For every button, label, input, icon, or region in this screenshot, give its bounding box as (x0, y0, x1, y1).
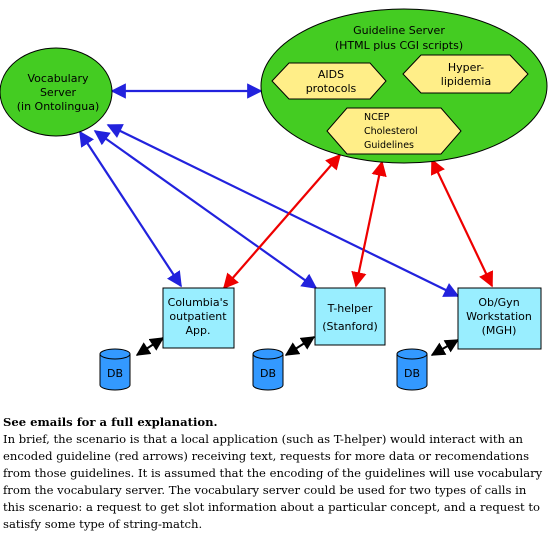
thelper-node: T-helper (Stanford) (314, 287, 386, 346)
explanation-body: In brief, the scenario is that a local a… (3, 432, 543, 531)
ncep-label-1: NCEP (364, 112, 390, 123)
hyperlipidemia-node: Hyper- lipidemia (402, 54, 529, 94)
obgyn-label-3: (MGH) (482, 324, 517, 337)
guideline-server-label-1: Guideline Server (353, 24, 445, 37)
arrow-db-obgyn (430, 339, 460, 356)
architecture-diagram: Vocabulary Server (in Ontolingua) Guidel… (0, 8, 548, 391)
aids-label-2: protocols (306, 82, 357, 95)
db-cylinder-columbia: DB (99, 348, 131, 391)
arrow-db-columbia (135, 337, 165, 356)
db-label-thelper: DB (260, 367, 276, 380)
hyperlipidemia-label-1: Hyper- (448, 61, 484, 74)
vocabulary-server-node: Vocabulary Server (in Ontolingua) (0, 47, 113, 137)
columbia-label-1: Columbia's (168, 296, 229, 309)
ncep-label-3: Guidelines (364, 140, 414, 151)
db-label-columbia: DB (107, 367, 123, 380)
ncep-cholesterol-node: NCEP Cholesterol Guidelines (326, 107, 462, 155)
explanation-text: See emails for a full explanation. In br… (3, 414, 551, 533)
thelper-label-1: T-helper (327, 302, 373, 315)
columbia-app-node: Columbia's outpatient App. (162, 287, 235, 349)
db-label-obgyn: DB (404, 367, 420, 380)
arrow-db-thelper (284, 336, 316, 356)
arrow-guideline-columbia (222, 153, 342, 290)
guideline-server-label-2: (HTML plus CGI scripts) (335, 39, 463, 52)
explanation-heading: See emails for a full explanation. (3, 415, 218, 429)
thelper-label-2: (Stanford) (322, 320, 378, 333)
obgyn-label-2: Workstation (466, 310, 532, 323)
arrow-guideline-thelper (351, 160, 387, 288)
obgyn-label-1: Ob/Gyn (478, 296, 519, 309)
hyperlipidemia-label-2: lipidemia (441, 75, 491, 88)
db-cylinder-obgyn: DB (396, 348, 428, 391)
arrow-guideline-obgyn (431, 158, 493, 288)
columbia-label-2: outpatient (169, 310, 227, 323)
vocabulary-server-label-1: Vocabulary (28, 72, 89, 85)
vocabulary-server-label-3: (in Ontolingua) (17, 100, 100, 113)
obgyn-node: Ob/Gyn Workstation (MGH) (457, 287, 542, 350)
columbia-label-3: App. (186, 324, 211, 337)
aids-protocols-node: AIDS protocols (271, 62, 387, 100)
ncep-label-2: Cholesterol (364, 126, 418, 137)
aids-label-1: AIDS (318, 68, 344, 81)
db-cylinder-thelper: DB (252, 348, 284, 391)
vocabulary-server-label-2: Server (40, 86, 77, 99)
